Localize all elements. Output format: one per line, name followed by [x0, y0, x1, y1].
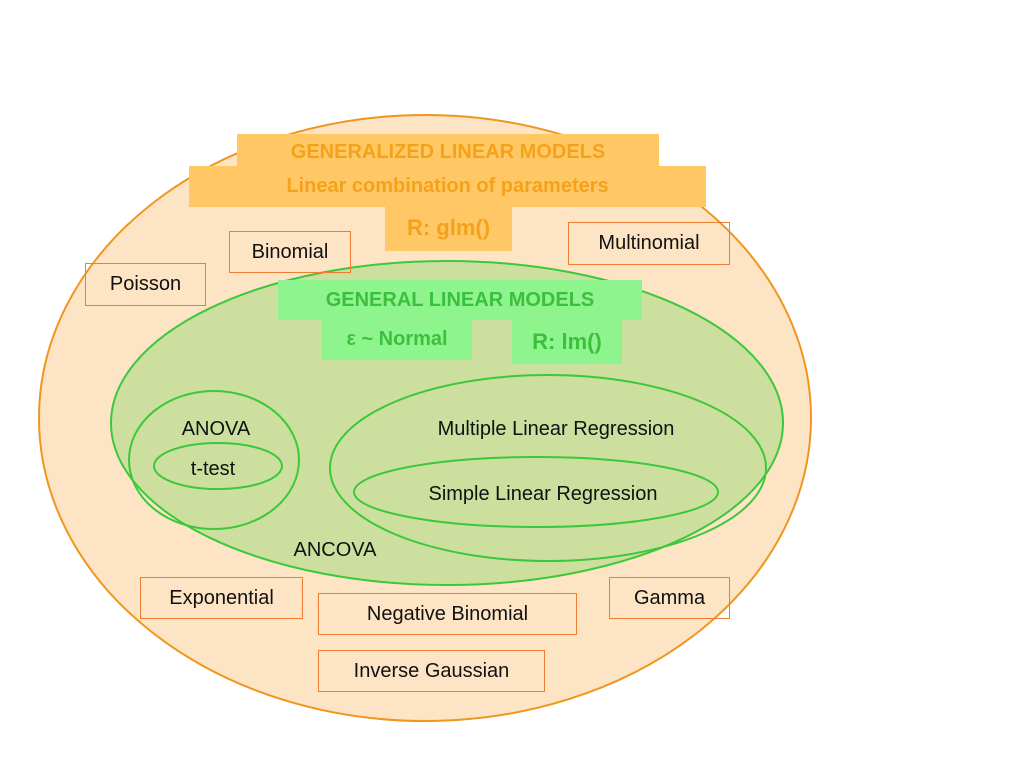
anova-ellipse — [128, 390, 300, 530]
label-t-test: t-test — [190, 457, 236, 480]
distribution-gamma: Gamma — [609, 577, 730, 619]
distribution-binomial: Binomial — [229, 231, 351, 273]
distribution-poisson: Poisson — [85, 263, 206, 306]
ttest-ellipse — [153, 442, 283, 490]
label-ancova: ANCOVA — [293, 538, 377, 561]
glm-r-function: R: glm() — [385, 205, 512, 251]
lm-title: GENERAL LINEAR MODELS — [278, 280, 642, 320]
distribution-negative-binomial: Negative Binomial — [318, 593, 577, 635]
distribution-inverse-gaussian: Inverse Gaussian — [318, 650, 545, 692]
distribution-multinomial: Multinomial — [568, 222, 730, 265]
mlr-ellipse — [329, 374, 767, 562]
glm-title: GENERALIZED LINEAR MODELS — [237, 134, 659, 170]
label-simple-linear-regression: Simple Linear Regression — [428, 482, 658, 505]
label-anova: ANOVA — [181, 417, 251, 440]
lm-error-distribution: ε ~ Normal — [322, 319, 472, 360]
label-multiple-linear-regression: Multiple Linear Regression — [437, 417, 675, 440]
lm-r-function: R: lm() — [512, 319, 622, 364]
glm-subtitle: Linear combination of parameters — [189, 166, 706, 207]
distribution-exponential: Exponential — [140, 577, 303, 619]
slr-ellipse — [353, 456, 719, 528]
